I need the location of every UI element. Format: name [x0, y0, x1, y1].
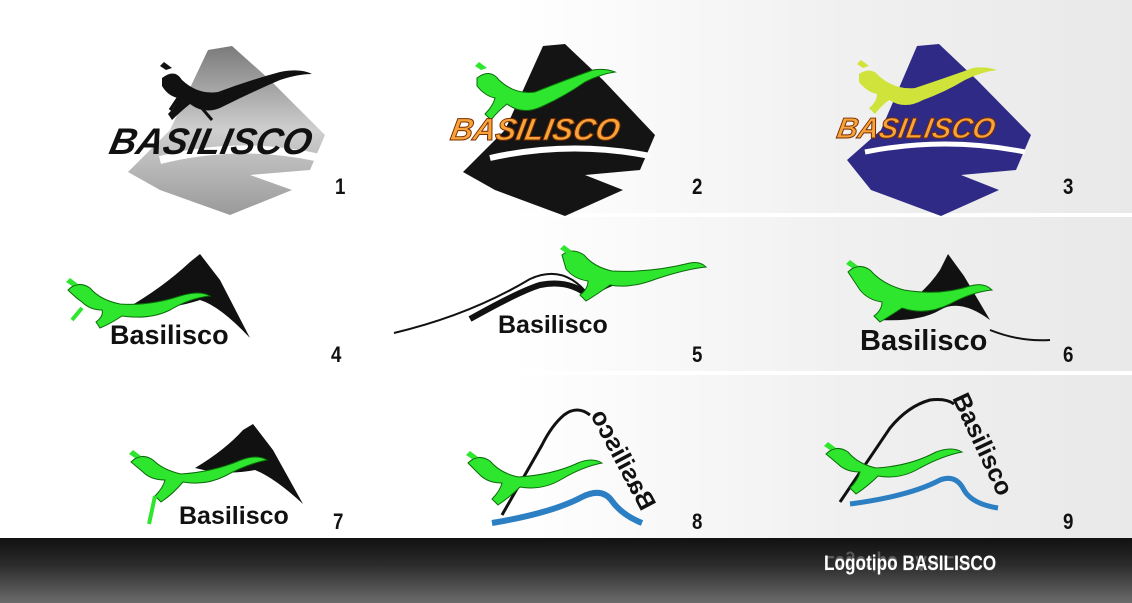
logo-wordmark: Basilisco [179, 502, 289, 530]
logo-wordmark: Basilisco [498, 311, 608, 339]
logo-variant-9: Basilisco [824, 389, 1018, 511]
logo-variant-4: Basilisco [66, 254, 250, 350]
lizard-icon [475, 62, 617, 121]
variant-number: 2 [692, 174, 703, 199]
lizard-icon [160, 62, 312, 121]
variant-number: 8 [692, 509, 703, 534]
footer-bar: Logotipo BASILISCO Logotipo BASILISCO [0, 538, 1132, 603]
logo-wordmark: BASILISCO [106, 120, 316, 162]
logo-variant-8: Basilisco [466, 405, 661, 526]
row-divider [250, 371, 1132, 375]
variant-number: 7 [333, 509, 344, 534]
variant-number: 3 [1063, 174, 1074, 199]
lizard-icon [824, 442, 964, 495]
logo-variant-2: BASILISCO [448, 44, 655, 216]
lizard-icon [857, 60, 997, 114]
logo-wordmark: Basilisco [585, 405, 661, 515]
lizard-icon [846, 260, 994, 323]
variant-number: 4 [331, 342, 342, 367]
logo-wordmark: Basilisco [860, 325, 987, 357]
variant-number: 9 [1063, 509, 1074, 534]
footer-title: Logotipo BASILISCO [824, 552, 997, 575]
variant-number: 1 [335, 174, 346, 199]
lizard-icon [129, 450, 269, 525]
lizard-icon [560, 245, 708, 302]
logo-variant-7: Basilisco [129, 424, 303, 530]
logo-variant-3: BASILISCO [834, 44, 1031, 216]
lizard-icon [466, 451, 604, 506]
logo-wordmark: Basilisco [110, 320, 229, 350]
logo-variant-6: Basilisco [846, 254, 1051, 357]
logo-variant-5: Basilisco [393, 245, 708, 339]
row-divider [250, 213, 1132, 217]
logo-variant-1: BASILISCO [106, 46, 325, 215]
lizard-icon [66, 278, 212, 329]
logo-wordmark: BASILISCO [448, 112, 623, 147]
footer-title-reflection: Logotipo BASILISCO [824, 551, 997, 574]
variant-number: 5 [692, 342, 703, 367]
variant-number: 6 [1063, 342, 1074, 367]
logo-wordmark: BASILISCO [834, 113, 998, 145]
